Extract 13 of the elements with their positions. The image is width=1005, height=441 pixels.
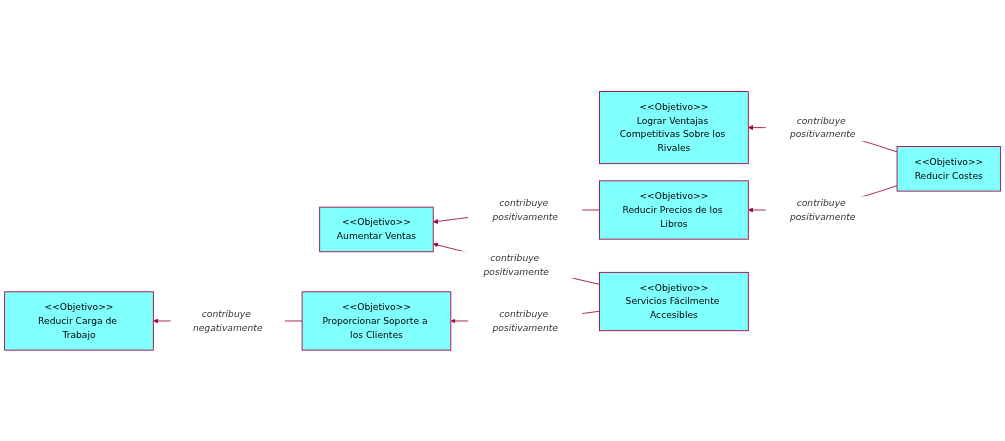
- node-box: <<Objetivo>> Proporcionar Soporte a los Clientes: [301, 291, 452, 351]
- edge-label: contribuye positivamente: [483, 251, 549, 277]
- edge-label: contribuye negativamente: [192, 308, 263, 333]
- node-box: <<Objetivo>> Aumentar Ventas: [319, 206, 434, 252]
- node-box: <<Objetivo>> Lograr Ventajas Competitivas Sobre los Rivales: [599, 90, 749, 164]
- edge-label: contribuye positivamente: [492, 308, 558, 333]
- node-box: <<Objetivo>> Servicios Fácilmente Accesibles: [599, 271, 749, 331]
- edge-label: contribuye positivamente: [492, 197, 558, 222]
- edge-label: contribuye positivamente: [789, 197, 856, 222]
- node-box: <<Objetivo>> Reducir Precios de los Libros: [599, 180, 749, 240]
- node-box: <<Objetivo>> Reducir Carga de Trabajo: [4, 291, 154, 351]
- node-box: <<Objetivo>> Reducir Costes: [896, 145, 1001, 192]
- edge-label: contribuye positivamente: [789, 114, 856, 140]
